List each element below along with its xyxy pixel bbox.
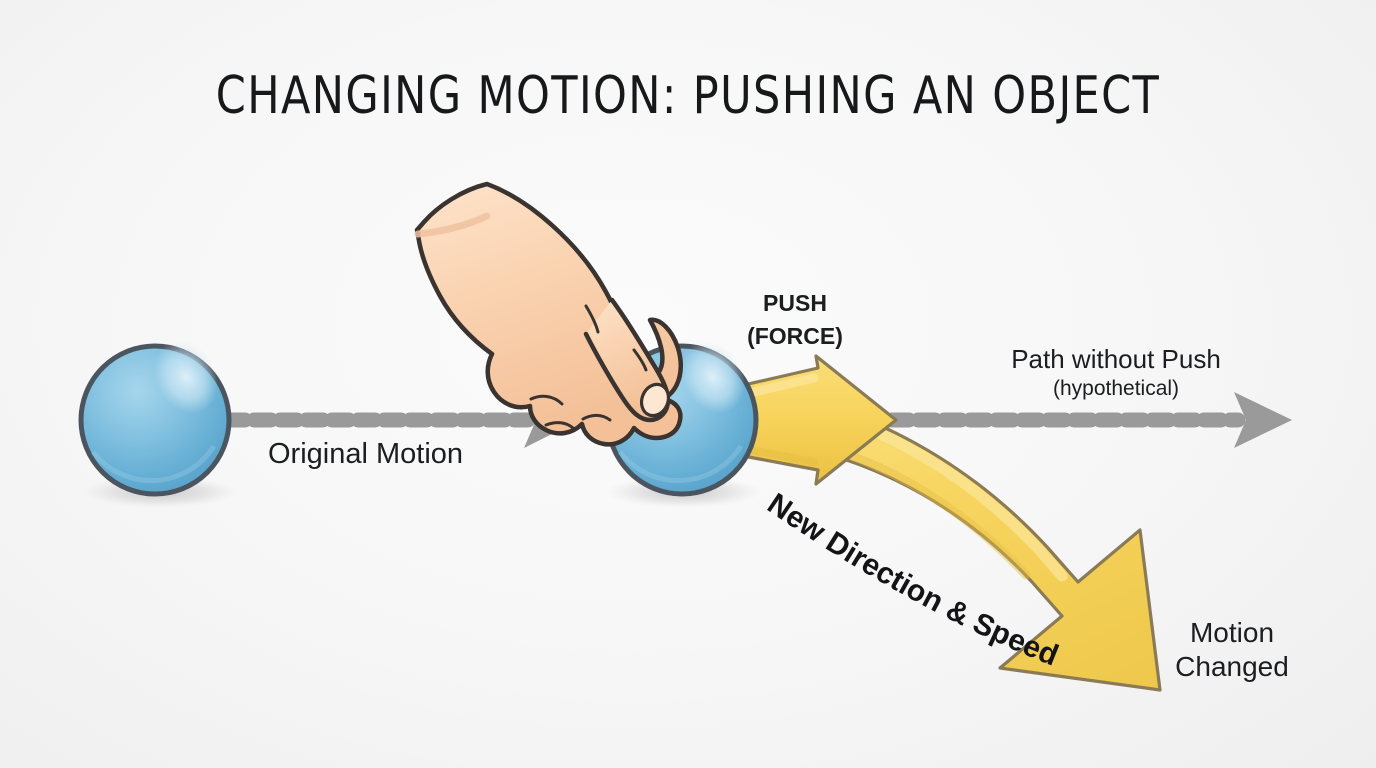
motion-changed-label-line1: Motion xyxy=(1189,617,1275,648)
path-without-push-label: Path without Push (hypothetical) xyxy=(988,344,1244,401)
pointing-hand-icon xyxy=(414,181,683,447)
dashed-arrow-right-icon-hypothetical xyxy=(884,392,1292,448)
original-motion-label: Original Motion xyxy=(268,438,464,470)
motion-changed-label-line2: Changed xyxy=(1175,650,1289,682)
push-force-label-line1: PUSH xyxy=(763,290,827,316)
push-force-label: PUSH (FORCE) xyxy=(735,287,855,354)
path-hypothetical-label: (hypothetical) xyxy=(1052,377,1180,400)
push-force-label-line2: (FORCE) xyxy=(747,323,843,350)
blue-sphere-icon-left xyxy=(78,340,232,497)
path-without-push-label-main: Path without Push xyxy=(1011,344,1221,374)
motion-changed-label: Motion Changed xyxy=(1166,616,1298,683)
page-title: CHANGING MOTION: PUSHING AN OBJECT xyxy=(215,66,1161,126)
